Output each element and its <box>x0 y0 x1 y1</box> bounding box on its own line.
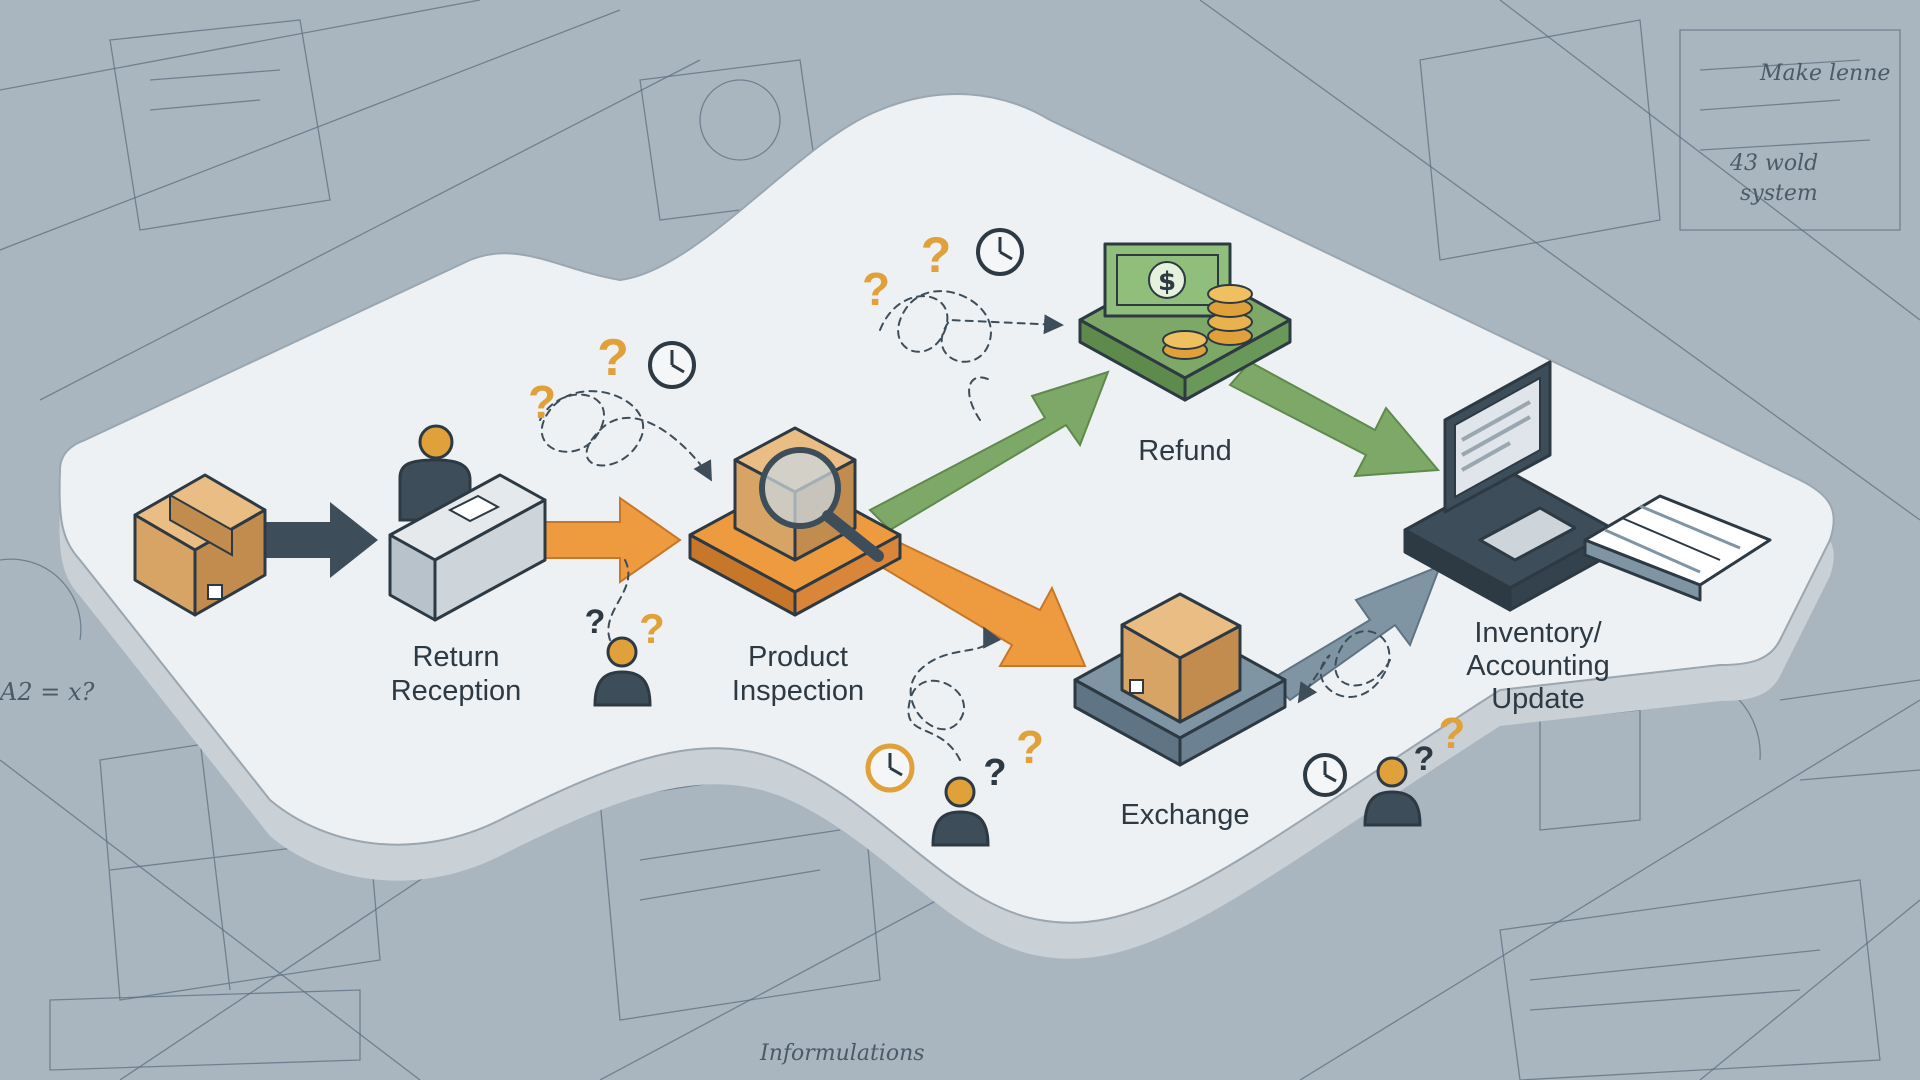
label-inspection-line1: Product <box>748 641 848 673</box>
question-mark-icon: ? <box>862 263 890 315</box>
ledger-book-icon <box>1583 494 1772 602</box>
coins-icon <box>1162 284 1253 360</box>
edge-refund-to-update <box>1228 360 1441 478</box>
label-reception-line1: Return <box>412 641 499 673</box>
person-icon-update <box>1363 756 1422 827</box>
cash-icon: $ <box>1103 242 1232 318</box>
svg-text:Informulations: Informulations <box>759 1041 925 1066</box>
question-mark-icon: ? <box>983 752 1006 794</box>
package-icon <box>133 473 267 617</box>
svg-text:A2 = x?: A2 = x? <box>0 678 95 706</box>
question-mark-icon: ? <box>585 603 606 641</box>
clock-icon-refund <box>976 228 1024 276</box>
label-update-line1: Inventory/ <box>1474 617 1602 649</box>
svg-text:43 wold: 43 wold <box>1729 151 1818 176</box>
delay-scribbles <box>539 290 1391 761</box>
question-mark-icon: ? <box>1439 709 1466 758</box>
label-update-line3: Update <box>1491 683 1585 715</box>
edge-package-to-reception <box>262 502 378 578</box>
person-icon-exchange <box>931 776 990 847</box>
edge-inspection-to-refund <box>868 370 1110 532</box>
question-mark-icon: ? <box>639 605 665 652</box>
person-icon-reception <box>593 636 652 707</box>
computer-icon <box>1443 360 1577 562</box>
label-inspection-line2: Inspection <box>732 675 864 707</box>
svg-text:system: system <box>1740 181 1818 206</box>
edge-inspection-to-exchange <box>868 536 1087 667</box>
question-marks: ? ? ? ? ? ? ? ? ? ? <box>528 227 1466 794</box>
question-mark-icon: ? <box>1016 721 1044 773</box>
platform <box>58 92 1835 959</box>
reception-desk-icon <box>388 424 547 622</box>
clock-icon-update <box>1303 753 1347 797</box>
question-mark-icon: ? <box>597 329 629 387</box>
exchange-node-icon <box>1073 592 1287 767</box>
label-update-line2: Accounting <box>1466 650 1610 682</box>
label-refund: Refund <box>1138 435 1232 467</box>
question-mark-icon: ? <box>1414 740 1435 778</box>
node-labels: Return Reception Product Inspection Refu… <box>391 435 1610 831</box>
question-mark-icon: ? <box>921 227 952 283</box>
clock-icon-reception <box>648 341 696 389</box>
magnifier-icon <box>759 447 884 562</box>
label-reception-line2: Reception <box>391 675 522 707</box>
edge-reception-to-inspection <box>539 496 682 584</box>
svg-text:$: $ <box>1158 267 1176 297</box>
svg-text:Make lenne: Make lenne <box>1759 61 1890 86</box>
label-exchange: Exchange <box>1121 799 1250 831</box>
clock-icon-exchange <box>865 743 915 793</box>
question-mark-icon: ? <box>528 376 556 428</box>
